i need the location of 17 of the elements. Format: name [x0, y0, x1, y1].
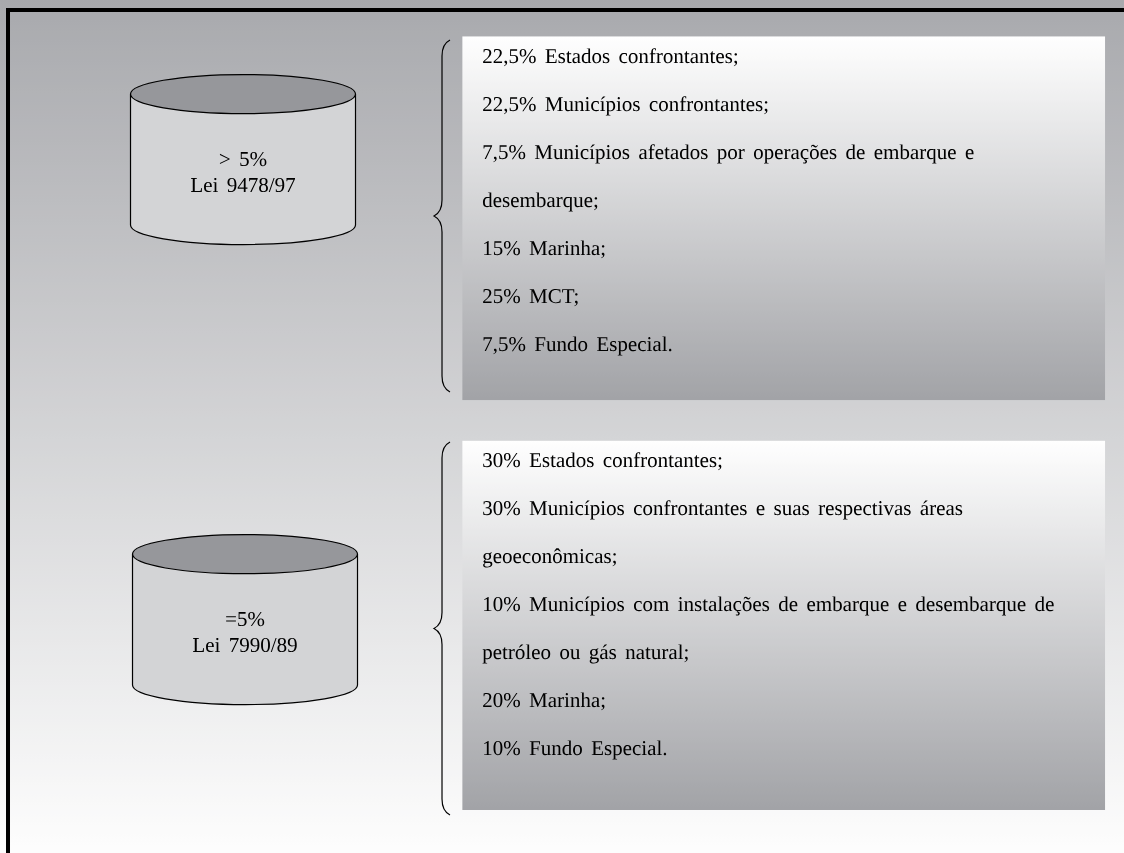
database-cylinder [131, 533, 359, 706]
list-item: 10% Fundo Especial. [484, 740, 667, 760]
list-item: 7,5% Fundo Especial. [483, 336, 672, 356]
cylinder-label: Lei 9478/97 [191, 177, 295, 193]
cylinder-label: =5% [226, 611, 265, 627]
list-item: 30% Estados confrontantes; [483, 452, 722, 471]
list-item: 22,5% Estados confrontantes; [483, 48, 738, 67]
list-item: 20% Marinha; [483, 692, 605, 711]
list-item: 22,5% Municípios confrontantes; [483, 96, 768, 116]
list-item: 15% Marinha; [484, 240, 605, 259]
database-cylinder [129, 73, 357, 246]
list-item: 30% Municípios confrontantes e suas respectivas áreas geoeconômicas; [483, 500, 963, 568]
list-item: 25% MCT; [483, 289, 578, 307]
cylinder-label: Lei 7990/89 [193, 637, 297, 653]
list-item: 7,5% Municípios afetados por operações de embarque e desembarque; [482, 144, 974, 212]
cylinder-label: > 5% [219, 151, 267, 167]
list-item: 10% Municípios com instalações de embarque e desembarque de petróleo ou gás natural; [482, 596, 1054, 664]
